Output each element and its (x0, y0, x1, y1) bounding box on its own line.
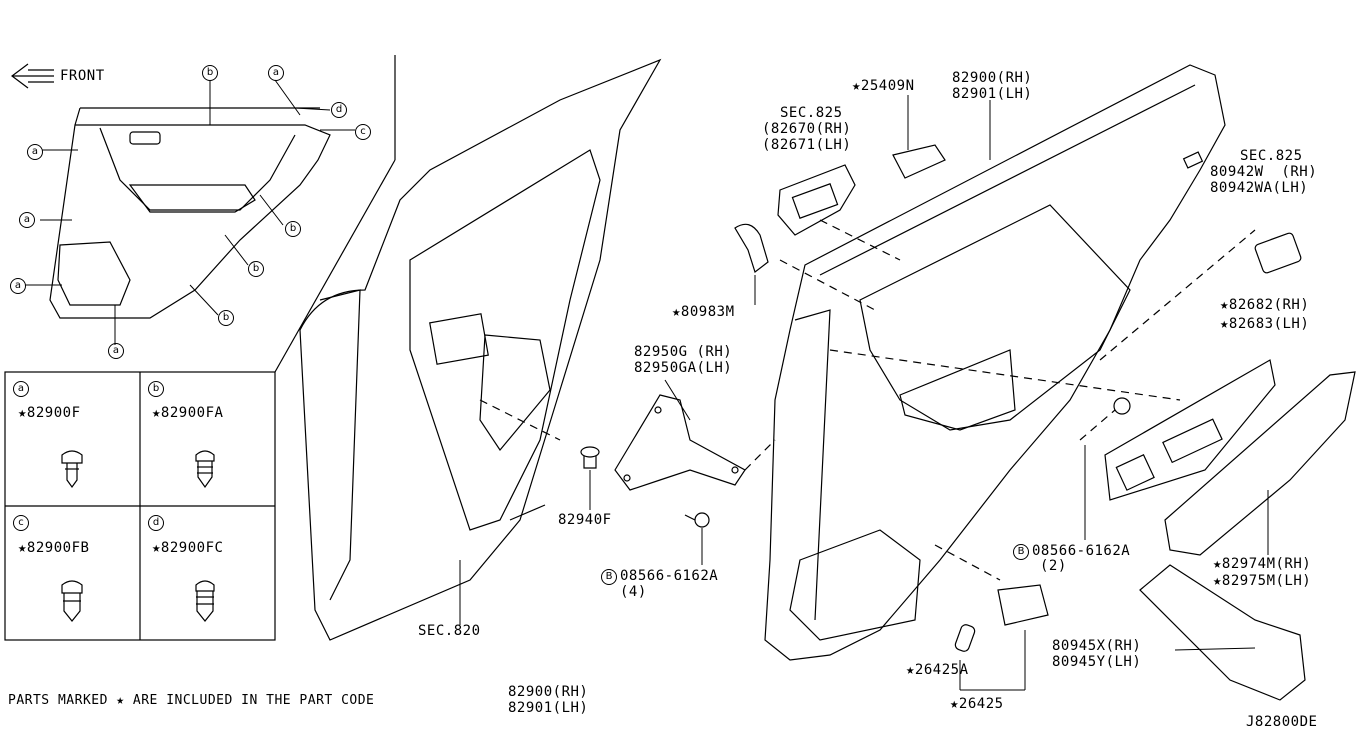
callout-qty-right: (2) (1040, 558, 1067, 574)
callout-26425a: ★26425A (906, 662, 969, 678)
inset-door-trim (49, 107, 331, 319)
inset-diagonal (274, 159, 396, 373)
table-marker-a: a (13, 381, 29, 397)
callout-80942wa: 80942WA(LH) (1210, 180, 1309, 196)
table-marker-d: d (148, 515, 164, 531)
callout-82950g: 82950G (RH) (634, 344, 733, 360)
cap-25409n (892, 144, 946, 179)
screw-08566-right-icon (1113, 397, 1131, 415)
footer-code-rh: 82900(RH) (508, 684, 589, 700)
callout-82671: (82671(LH) (762, 137, 852, 153)
bracket-80983m (734, 223, 769, 273)
table-marker-b: b (148, 381, 164, 397)
callout-82975m: ★82975M(LH) (1213, 573, 1312, 589)
callout-sec825-top: SEC.825 (780, 105, 843, 121)
callout-82940f: 82940F (558, 512, 612, 528)
diagram-id: J82800DE (1246, 714, 1318, 730)
front-label: FRONT (60, 68, 105, 84)
marker-a: a (19, 212, 35, 228)
marker-c: c (355, 124, 371, 140)
callout-82901-lh: 82901(LH) (952, 86, 1033, 102)
switch-panel-82682 (1104, 359, 1276, 501)
callout-82683: ★82683(LH) (1220, 316, 1310, 332)
marker-a: a (108, 343, 124, 359)
finisher-80945x (1139, 564, 1306, 701)
lamp-26425 (954, 584, 1049, 652)
clip-82940f-icon (580, 446, 600, 469)
callout-qty-left: (4) (620, 584, 647, 600)
callout-sec820: SEC.820 (418, 623, 481, 639)
marker-b: b (202, 65, 218, 81)
clip-82900fb-icon (61, 580, 83, 622)
clip-82900fc-icon (195, 580, 215, 622)
door-inner-panel (299, 58, 662, 641)
marker-b: b (218, 310, 234, 326)
callout-25409n: ★25409N (852, 78, 915, 94)
callout-82974m: ★82974M(RH) (1213, 556, 1312, 572)
marker-d: d (331, 102, 347, 118)
bracket-82950g (614, 394, 746, 491)
table-marker-c: c (13, 515, 29, 531)
callout-80983m: ★80983M (672, 304, 735, 320)
b-marker-right: B (1013, 544, 1029, 560)
front-arrow-icon (11, 63, 54, 89)
table-part-82900f: ★82900F (18, 405, 81, 421)
callout-80945y: 80945Y(LH) (1052, 654, 1142, 670)
screw-08566-left-icon (684, 512, 710, 528)
clip-82900fa-icon (195, 450, 215, 489)
door-trim-panel (764, 64, 1226, 661)
marker-b: b (285, 221, 301, 237)
marker-a: a (268, 65, 284, 81)
footer-note: PARTS MARKED ★ ARE INCLUDED IN THE PART … (8, 693, 375, 708)
marker-b: b (248, 261, 264, 277)
table-part-82900fc: ★82900FC (152, 540, 224, 556)
marker-a: a (10, 278, 26, 294)
footer-code-lh: 82901(LH) (508, 700, 589, 716)
callout-82950ga: 82950GA(LH) (634, 360, 733, 376)
callout-08566-left: 08566-6162A (620, 568, 719, 584)
b-marker-left: B (601, 569, 617, 585)
table-part-82900fb: ★82900FB (18, 540, 90, 556)
marker-a: a (27, 144, 43, 160)
callout-82900-rh: 82900(RH) (952, 70, 1033, 86)
callout-26425: ★26425 (950, 696, 1004, 712)
armrest-82974m (1164, 371, 1356, 556)
handle-82670 (777, 164, 856, 236)
callout-82670: (82670(RH) (762, 121, 852, 137)
callout-80942w: 80942W (RH) (1210, 164, 1318, 180)
callout-80945x: 80945X(RH) (1052, 638, 1142, 654)
callout-82682: ★82682(RH) (1220, 297, 1310, 313)
cap-80942w (1254, 232, 1302, 274)
clip-82900f-icon (61, 450, 83, 489)
table-part-82900fa: ★82900FA (152, 405, 224, 421)
callout-sec825-right: SEC.825 (1240, 148, 1303, 164)
callout-08566-right: 08566-6162A (1032, 543, 1131, 559)
